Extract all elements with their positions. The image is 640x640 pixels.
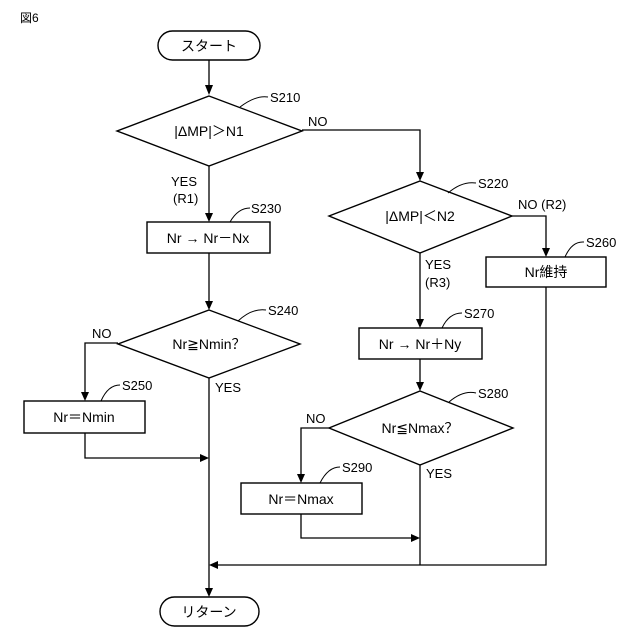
leader-s220 <box>448 183 476 193</box>
step-s240: S240 <box>268 303 298 318</box>
process-s270: Nr → Nr＋Ny <box>359 328 482 359</box>
branch-s220-no: NO (R2) <box>518 197 566 212</box>
step-s280: S280 <box>478 386 508 401</box>
leader-s250 <box>101 385 120 401</box>
leader-s280 <box>449 392 476 402</box>
start-label: スタート <box>181 38 237 54</box>
step-s230: S230 <box>251 201 281 216</box>
arrow-head <box>200 454 209 462</box>
step-s260: S260 <box>586 235 616 250</box>
process-s230-label: Nr → Nr－Nx <box>167 230 249 246</box>
step-s250: S250 <box>122 378 152 393</box>
branch-s240-yes: YES <box>215 380 241 395</box>
decision-s220: |ΔMP|＜N2 <box>329 181 512 253</box>
edge-s290-merge <box>301 514 414 538</box>
end-terminal: リターン <box>160 597 259 626</box>
process-s230: Nr → Nr－Nx <box>147 222 270 253</box>
decision-s210-label: |ΔMP|＞N1 <box>174 123 244 139</box>
leader-s270 <box>442 313 462 328</box>
arrow-head <box>416 382 424 391</box>
branch-s280-no: NO <box>306 411 326 426</box>
branch-s210-no: NO <box>308 114 328 129</box>
branch-s220-yes: YES <box>425 257 451 272</box>
arrow-head <box>81 392 89 401</box>
process-s250-label: Nr＝Nmin <box>53 409 114 425</box>
decision-s280-label: Nr≦Nmax？ <box>381 420 458 436</box>
decision-s210: |ΔMP|＞N1 <box>117 96 302 166</box>
start-terminal: スタート <box>158 31 260 60</box>
leader-s260 <box>565 242 584 257</box>
step-s210: S210 <box>270 90 300 105</box>
branch-s280-yes: YES <box>426 466 452 481</box>
arrow-head <box>205 213 213 222</box>
process-s260-label: Nr維持 <box>525 264 568 280</box>
decision-s220-label: |ΔMP|＜N2 <box>385 208 455 224</box>
step-s270: S270 <box>464 306 494 321</box>
process-s290-label: Nr＝Nmax <box>268 491 333 507</box>
branch-s210-yes: YES <box>171 174 197 189</box>
process-s260: Nr維持 <box>486 257 606 287</box>
decision-s280: Nr≦Nmax？ <box>329 391 513 465</box>
edge-s250-merge <box>85 433 203 458</box>
process-s250: Nr＝Nmin <box>24 401 145 433</box>
leader-s210 <box>240 97 268 107</box>
arrow-head <box>542 248 550 257</box>
end-label: リターン <box>181 604 236 620</box>
step-s220: S220 <box>478 176 508 191</box>
arrow-head <box>416 172 424 181</box>
leader-s290 <box>320 467 340 483</box>
edge-s280-s290 <box>301 428 329 477</box>
arrow-head <box>205 301 213 310</box>
edge-s220-s260 <box>512 216 546 251</box>
edge-s240-s250 <box>85 343 118 395</box>
arrow-head <box>209 561 218 569</box>
branch-s220-yes-ref: (R3) <box>425 275 450 290</box>
leader-s240 <box>238 310 266 321</box>
edge-s210-s220 <box>302 130 420 176</box>
branch-s240-no: NO <box>92 326 112 341</box>
arrow-head <box>297 474 305 483</box>
decision-s240: Nr≧Nmin？ <box>118 310 300 378</box>
arrow-head <box>205 85 213 95</box>
arrow-head <box>416 319 424 328</box>
branch-s210-yes-ref: (R1) <box>173 191 198 206</box>
figure-label: 図6 <box>20 11 39 25</box>
arrow-head <box>205 588 213 597</box>
process-s270-label: Nr → Nr＋Ny <box>379 336 461 352</box>
arrow-head <box>411 534 420 542</box>
decision-s240-label: Nr≧Nmin？ <box>172 336 245 352</box>
step-s290: S290 <box>342 460 372 475</box>
process-s290: Nr＝Nmax <box>241 483 362 514</box>
leader-s230 <box>230 208 250 222</box>
